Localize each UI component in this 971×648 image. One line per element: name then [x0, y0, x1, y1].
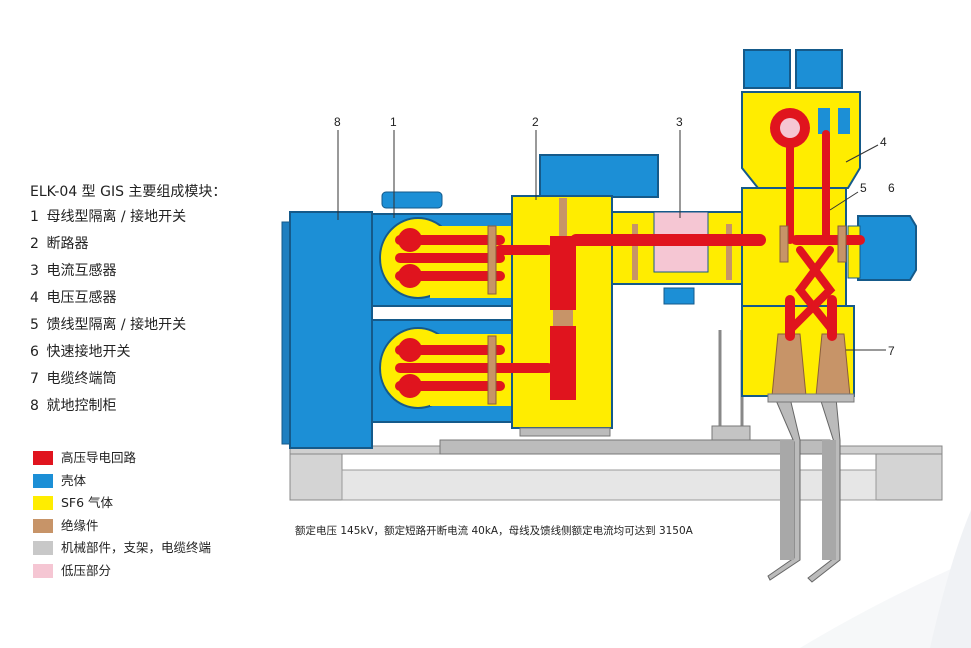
floor-frame	[289, 330, 943, 501]
module-item: 2 断路器	[30, 234, 186, 261]
module-item: 3 电流互感器	[30, 261, 186, 288]
module-label: 母线型隔离 / 接地开关	[46, 209, 187, 225]
module-number: 5	[30, 317, 39, 333]
legend-swatch	[33, 541, 53, 555]
legend-label: 绝缘件	[61, 517, 99, 533]
callout-8: 8	[334, 115, 341, 129]
module-number: 4	[30, 290, 39, 306]
legend-label: 机械部件，支架，电缆终端	[61, 540, 212, 555]
legend-swatch	[33, 451, 53, 465]
legend-label: 低压部分	[61, 562, 112, 578]
legend-swatch	[33, 473, 53, 488]
module-number: 1	[30, 209, 39, 225]
module-label: 电压互感器	[46, 290, 117, 306]
fast-earthing-switch	[847, 215, 917, 281]
module-number: 7	[30, 371, 39, 387]
decorative-swoosh	[800, 510, 971, 648]
rating-footnote: 额定电压 145kV，额定短路开断电流 40kA，母线及馈线侧额定电流均可达到 …	[295, 525, 693, 537]
circuit-breaker	[511, 154, 659, 437]
legend-item: 低压部分	[33, 563, 211, 586]
callout-6: 6	[888, 181, 895, 195]
cable-termination-insulators	[767, 333, 855, 403]
module-number: 2	[30, 236, 39, 252]
legend-label: SF6 气体	[61, 495, 114, 510]
module-item: 5 馈线型隔离 / 接地开关	[30, 315, 186, 342]
cable-terminals	[767, 397, 841, 583]
module-label: 断路器	[46, 236, 89, 252]
module-item: 7 电缆终端筒	[30, 369, 186, 396]
module-number: 8	[30, 398, 39, 414]
legend-item: SF6 气体	[33, 495, 211, 518]
callout-5: 5	[860, 181, 867, 195]
callout-3: 3	[676, 115, 683, 129]
module-number: 3	[30, 263, 39, 279]
legend-item: 绝缘件	[33, 518, 211, 541]
module-number: 6	[30, 344, 39, 360]
callout-leaders	[337, 130, 886, 351]
module-item: 4 电压互感器	[30, 288, 186, 315]
legend-swatch	[33, 518, 53, 533]
local-control-cabinet	[281, 211, 373, 449]
module-label: 馈线型隔离 / 接地开关	[46, 317, 187, 333]
legend-label: 壳体	[61, 472, 87, 488]
legend-swatch	[33, 496, 53, 510]
legend-item: 壳体	[33, 473, 211, 496]
callout-2: 2	[532, 115, 539, 129]
callout-1: 1	[390, 115, 397, 129]
legend-item: 机械部件，支架，电缆终端	[33, 540, 211, 563]
legend-item: 高压导电回路	[33, 450, 211, 473]
color-legend: 高压导电回路 壳体 SF6 气体 绝缘件 机械部件，支架，电缆终端 低压部分	[33, 450, 211, 585]
callout-4: 4	[880, 135, 887, 149]
legend-label: 高压导电回路	[61, 450, 137, 465]
module-item: 1 母线型隔离 / 接地开关	[30, 207, 186, 234]
insulator-discs	[487, 225, 847, 405]
module-label: 就地控制柜	[46, 398, 117, 414]
module-label: 电缆终端筒	[46, 371, 117, 387]
callout-7: 7	[888, 344, 895, 358]
module-label: 电流互感器	[46, 263, 117, 279]
modules-title: ELK-04 型 GIS 主要组成模块：	[30, 184, 227, 200]
module-label: 快速接地开关	[46, 344, 131, 360]
current-transformer	[611, 211, 743, 305]
module-list: 1 母线型隔离 / 接地开关 2 断路器 3 电流互感器 4 电压互感器 5 馈…	[30, 207, 186, 423]
module-item: 6 快速接地开关	[30, 342, 186, 369]
module-item: 8 就地控制柜	[30, 396, 186, 423]
legend-swatch	[33, 563, 53, 578]
coil-loops	[398, 228, 422, 398]
